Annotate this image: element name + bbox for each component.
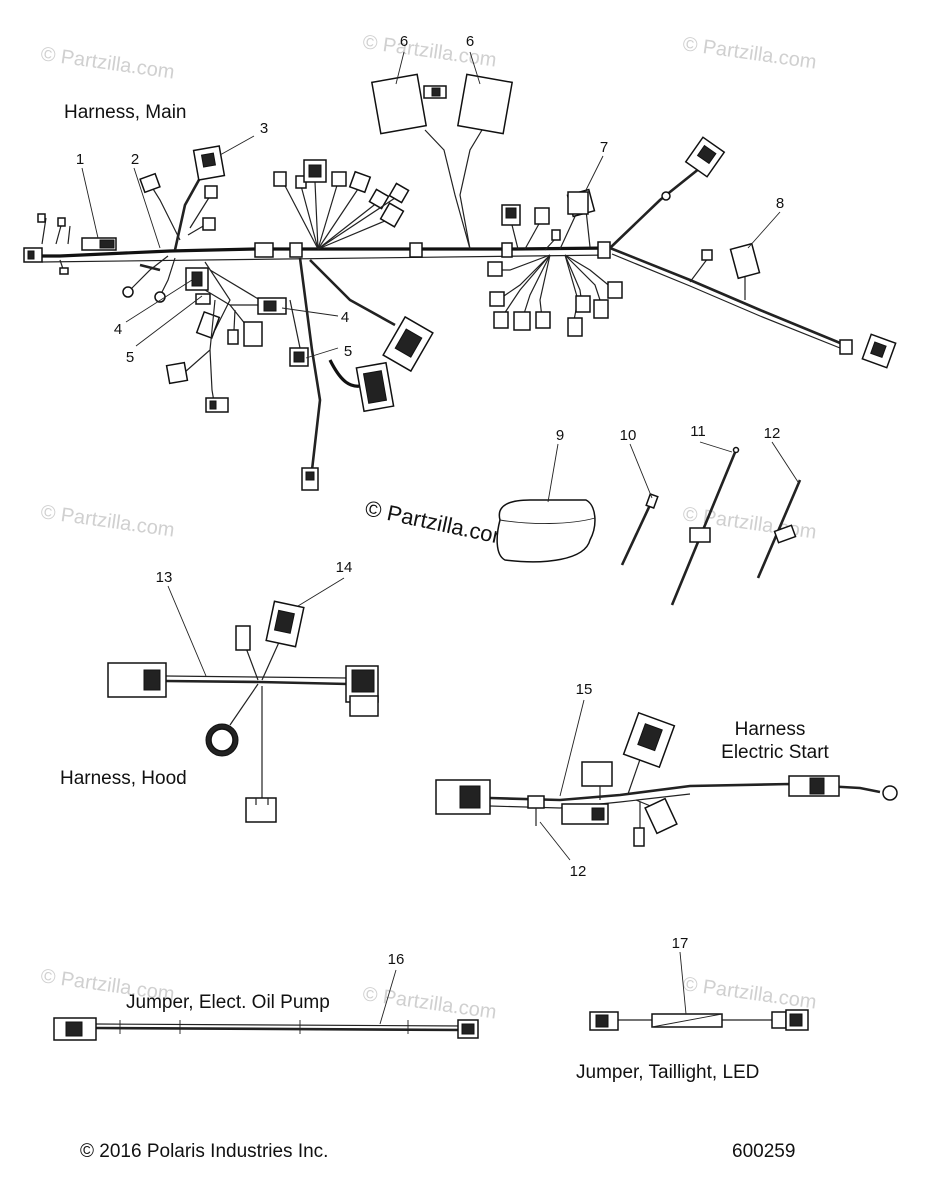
diagram-number: 600259 [732, 1141, 795, 1162]
main-harness [23, 73, 897, 491]
loose-parts [496, 446, 802, 606]
title-harness-hood: Harness, Hood [60, 768, 187, 789]
leader-lines [81, 51, 799, 1025]
callout-5: 5 [344, 343, 352, 360]
callout-16: 16 [388, 951, 405, 968]
title-jumper-taillight: Jumper, Taillight, LED [576, 1062, 759, 1083]
callout-6: 6 [466, 33, 474, 50]
title-harness-es-line2: Electric Start [721, 742, 829, 763]
callout-4: 4 [341, 309, 349, 326]
callout-5: 5 [126, 349, 134, 366]
copyright-text: © 2016 Polaris Industries Inc. [80, 1141, 328, 1162]
callout-7: 7 [600, 139, 608, 156]
callout-1: 2 [131, 151, 139, 168]
hood-harness [107, 600, 379, 823]
callout-4: 4 [114, 321, 122, 338]
callout-9: 9 [556, 427, 564, 444]
callout-2: 1 [76, 151, 84, 168]
callout-17: 17 [672, 935, 689, 952]
callout-11: 11 [690, 423, 706, 440]
watermark: © Partzilla.com [361, 31, 498, 72]
callout-15: 15 [576, 681, 593, 698]
electric-start-harness [435, 711, 898, 847]
taillight-jumper [589, 1009, 809, 1031]
callout-8: 8 [776, 195, 784, 212]
title-harness-es-line1: Harness [735, 719, 806, 740]
watermark: © Partzilla.com [39, 43, 176, 84]
callout-10: 10 [620, 427, 637, 444]
callout-6: 6 [400, 33, 408, 50]
callout-14: 14 [336, 559, 353, 576]
callout-12: 12 [764, 425, 781, 442]
watermark: © Partzilla.com [39, 501, 176, 542]
callout-13: 13 [156, 569, 173, 586]
center-watermark: © Partzilla.com [363, 495, 513, 550]
watermark: © Partzilla.com [681, 33, 818, 74]
callout-3: 3 [260, 120, 268, 137]
callout-12: 12 [570, 863, 587, 880]
callout-numbers: 1 2 3 4 4 5 5 6 6 7 8 9 10 11 12 12 13 1… [76, 33, 784, 968]
title-jumper-oil-pump: Jumper, Elect. Oil Pump [126, 992, 330, 1013]
watermark: © Partzilla.com [681, 973, 818, 1014]
title-harness-main: Harness, Main [64, 102, 187, 123]
oil-pump-jumper [53, 1017, 479, 1041]
